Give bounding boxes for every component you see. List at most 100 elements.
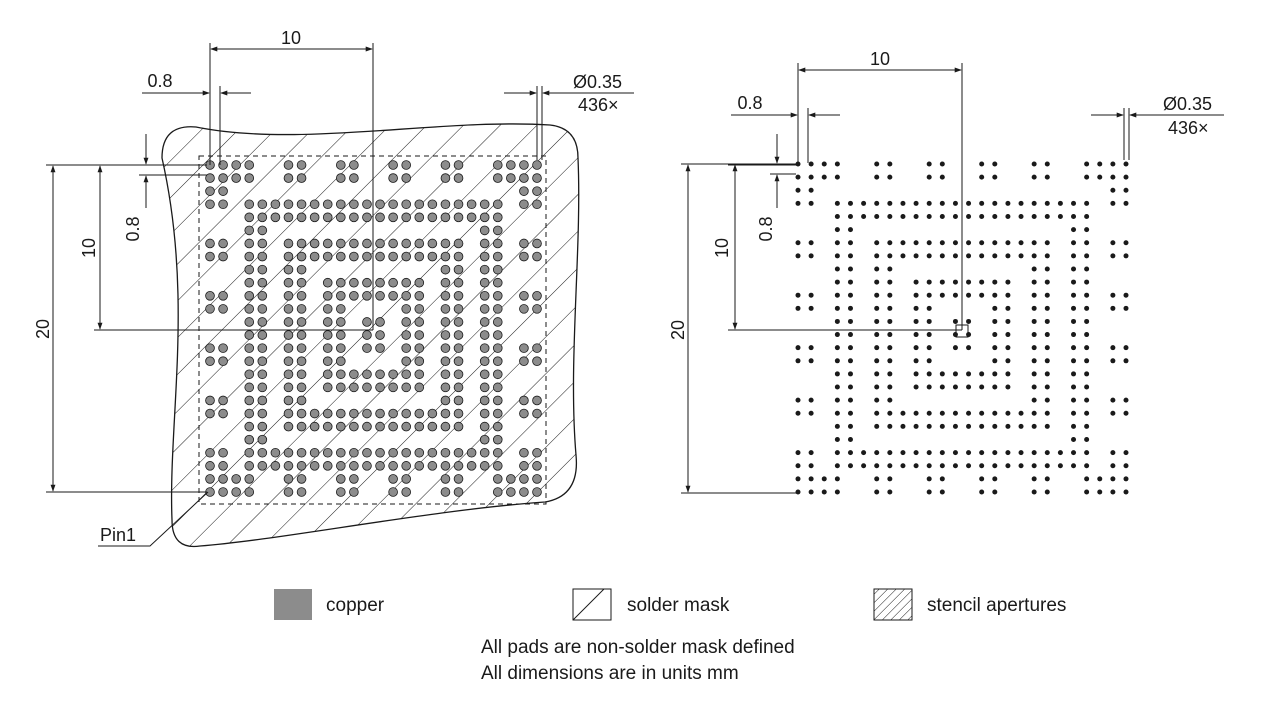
ball-pad xyxy=(874,305,880,311)
ball-pad xyxy=(795,240,801,246)
ball-pad xyxy=(1071,345,1077,351)
ball-pad xyxy=(913,305,919,311)
ball-pad xyxy=(979,161,985,167)
ball-pad xyxy=(362,382,372,393)
ball-pad xyxy=(401,447,412,458)
ball-pad xyxy=(1110,358,1116,364)
ball-pad xyxy=(492,212,503,223)
ball-pad xyxy=(349,290,359,301)
ball-pad xyxy=(1057,450,1063,456)
ball-pad xyxy=(440,173,451,183)
solder-mask-swatch-hatch xyxy=(572,588,605,621)
ball-pad xyxy=(479,356,490,367)
ball-pad xyxy=(1084,161,1090,167)
ball-pad xyxy=(414,251,425,262)
ball-pad xyxy=(1018,213,1024,219)
ball-pad xyxy=(887,292,893,298)
ball-pad xyxy=(401,212,412,223)
ball-pad xyxy=(1005,345,1011,351)
ball-pad xyxy=(322,382,333,393)
ball-pad xyxy=(335,343,346,353)
ball-pad xyxy=(205,251,215,262)
ball-pad xyxy=(492,277,503,288)
ball-pad xyxy=(926,345,932,351)
ball-pad xyxy=(362,343,372,353)
ball-pad xyxy=(913,240,919,246)
ball-pad xyxy=(257,382,268,393)
ball-pad xyxy=(1044,384,1050,390)
ball-pad xyxy=(388,474,398,484)
ball-pad xyxy=(401,343,412,353)
ball-pad xyxy=(296,173,307,183)
ball-pad xyxy=(375,382,385,393)
ball-pad xyxy=(1044,358,1050,364)
ball-pad xyxy=(1031,332,1037,338)
dim-half-height: 10 xyxy=(712,238,732,258)
ball-pad xyxy=(335,421,346,432)
ball-pad xyxy=(440,369,451,380)
ball-pad xyxy=(492,238,503,249)
ball-pad xyxy=(1084,397,1090,403)
ball-pad xyxy=(375,238,385,249)
ball-pad xyxy=(952,253,958,259)
ball-pad xyxy=(1110,200,1116,206)
ball-pad xyxy=(296,461,307,471)
ball-pad xyxy=(427,421,438,432)
ball-pad xyxy=(992,463,998,469)
ball-pad xyxy=(1110,397,1116,403)
ball-pad xyxy=(1097,489,1103,495)
ball-pad xyxy=(218,395,228,406)
ball-pad xyxy=(1018,463,1024,469)
ball-pad xyxy=(979,174,985,180)
note-units: All dimensions are in units mm xyxy=(481,663,739,684)
ball-pad xyxy=(453,290,464,301)
ball-pad xyxy=(519,160,529,170)
ball-pad xyxy=(795,489,801,495)
ball-pad xyxy=(492,304,503,314)
ball-pad xyxy=(244,173,255,183)
ball-pad xyxy=(979,253,985,259)
ball-pad xyxy=(952,384,958,390)
ball-pad xyxy=(1071,410,1077,416)
ball-pad xyxy=(926,332,932,338)
ball-pad xyxy=(283,238,294,249)
ball-pad xyxy=(847,358,853,364)
ball-pad xyxy=(244,369,255,380)
ball-pad xyxy=(1084,266,1090,272)
ball-pad xyxy=(1071,450,1077,456)
ball-pad xyxy=(939,489,945,495)
ball-pad xyxy=(900,450,906,456)
ball-pad xyxy=(834,266,840,272)
ball-pad xyxy=(887,305,893,311)
ball-pad xyxy=(1123,410,1129,416)
ball-pad xyxy=(401,277,412,288)
ball-pad xyxy=(808,161,814,167)
ball-pad xyxy=(992,332,998,338)
ball-pad xyxy=(349,408,359,419)
ball-pad xyxy=(440,304,451,314)
ball-pad xyxy=(375,290,385,301)
ball-pad xyxy=(492,160,503,170)
ball-pad xyxy=(834,318,840,324)
ball-pad xyxy=(1031,450,1037,456)
ball-pad xyxy=(874,450,880,456)
dim-count: 436× xyxy=(578,95,619,115)
ball-pad xyxy=(519,408,529,419)
ball-pad xyxy=(414,408,425,419)
ball-pad xyxy=(913,384,919,390)
ball-pad xyxy=(244,447,255,458)
ball-pad xyxy=(913,318,919,324)
ball-pad xyxy=(821,161,827,167)
ball-pad xyxy=(309,212,320,223)
dim-diameter: Ø0.35 xyxy=(1163,94,1212,114)
ball-pad xyxy=(808,476,814,482)
ball-pad xyxy=(1084,332,1090,338)
ball-pad xyxy=(861,213,867,219)
ball-pad xyxy=(808,200,814,206)
ball-pad xyxy=(1018,200,1024,206)
ball-pad xyxy=(205,173,215,183)
ball-pad xyxy=(834,437,840,443)
ball-pad xyxy=(1084,345,1090,351)
ball-pad xyxy=(453,199,464,210)
ball-pad xyxy=(362,330,372,340)
